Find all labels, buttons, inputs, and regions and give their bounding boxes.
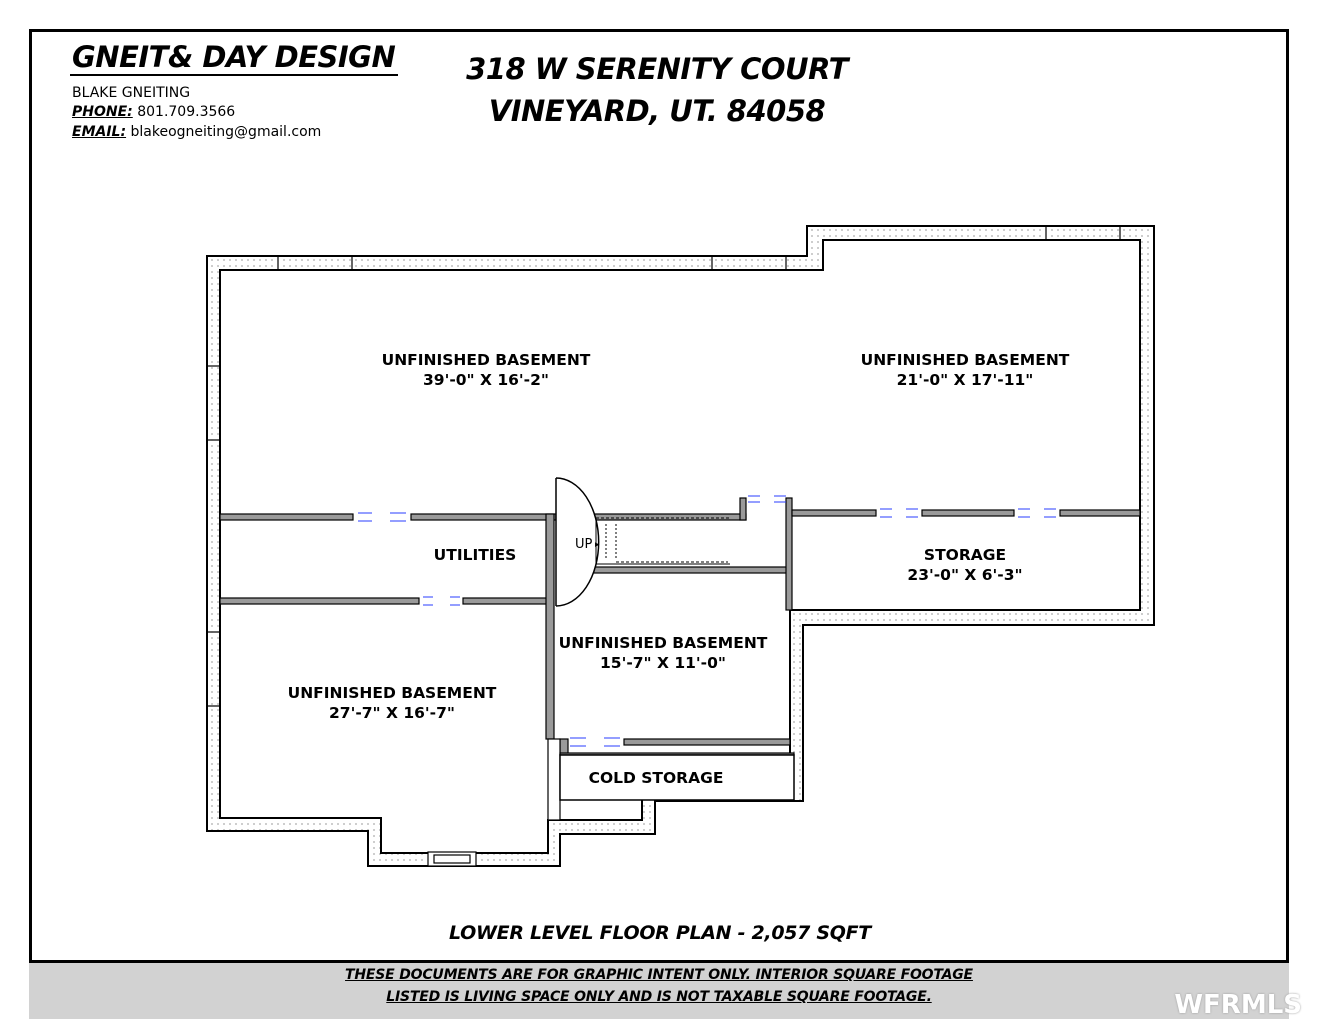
stairs [595, 517, 730, 565]
cold-storage-box [559, 754, 795, 801]
phone-label: PHONE: [72, 104, 133, 120]
address-line-1: 318 W SERENITY COURT [466, 52, 848, 86]
stair-label: UP [575, 537, 593, 552]
room-basement-north-dims: 39'-0" X 16'-2" [423, 371, 549, 389]
contact-email: EMAIL: blakeogneiting@gmail.com [72, 124, 321, 140]
contact-phone: PHONE: 801.709.3566 [72, 104, 235, 120]
watermark: WFRMLS [1174, 990, 1302, 1020]
stair-door-swing [555, 477, 600, 607]
room-basement-southwest-dims: 27'-7" X 16'-7" [329, 704, 455, 722]
room-cold-storage-name: COLD STORAGE [589, 769, 724, 787]
exterior-windows [207, 226, 1121, 867]
email-value: blakeogneiting@gmail.com [130, 124, 322, 140]
room-basement-center-name: UNFINISHED BASEMENT [559, 634, 768, 652]
room-basement-east-name: UNFINISHED BASEMENT [861, 351, 1070, 369]
phone-value: 801.709.3566 [137, 104, 236, 120]
address-line-2: VINEYARD, UT. 84058 [488, 94, 826, 128]
firm-name-underline [70, 74, 398, 76]
disclaimer-line-1: THESE DOCUMENTS ARE FOR GRAPHIC INTENT O… [345, 967, 973, 983]
disclaimer-band: THESE DOCUMENTS ARE FOR GRAPHIC INTENT O… [29, 960, 1289, 1019]
room-utilities-name: UTILITIES [434, 546, 517, 564]
room-storage-name: STORAGE [924, 546, 1006, 564]
room-storage-dims: 23'-0" X 6'-3" [907, 566, 1022, 584]
plan-title: LOWER LEVEL FLOOR PLAN - 2,057 SQFT [449, 922, 871, 944]
stair-arrow-icon: ▸ [595, 540, 600, 550]
disclaimer-line-2: LISTED IS LIVING SPACE ONLY AND IS NOT T… [386, 989, 932, 1005]
email-label: EMAIL: [72, 124, 127, 140]
room-basement-southwest-name: UNFINISHED BASEMENT [288, 684, 497, 702]
room-basement-center-dims: 15'-7" X 11'-0" [600, 654, 726, 672]
room-basement-north-name: UNFINISHED BASEMENT [382, 351, 591, 369]
room-basement-east-dims: 21'-0" X 17'-11" [897, 371, 1034, 389]
firm-name: GNEIT& DAY DESIGN [72, 40, 396, 74]
contact-person: BLAKE GNEITING [72, 85, 191, 101]
interior-walls [219, 497, 1141, 821]
openings [358, 495, 1056, 747]
